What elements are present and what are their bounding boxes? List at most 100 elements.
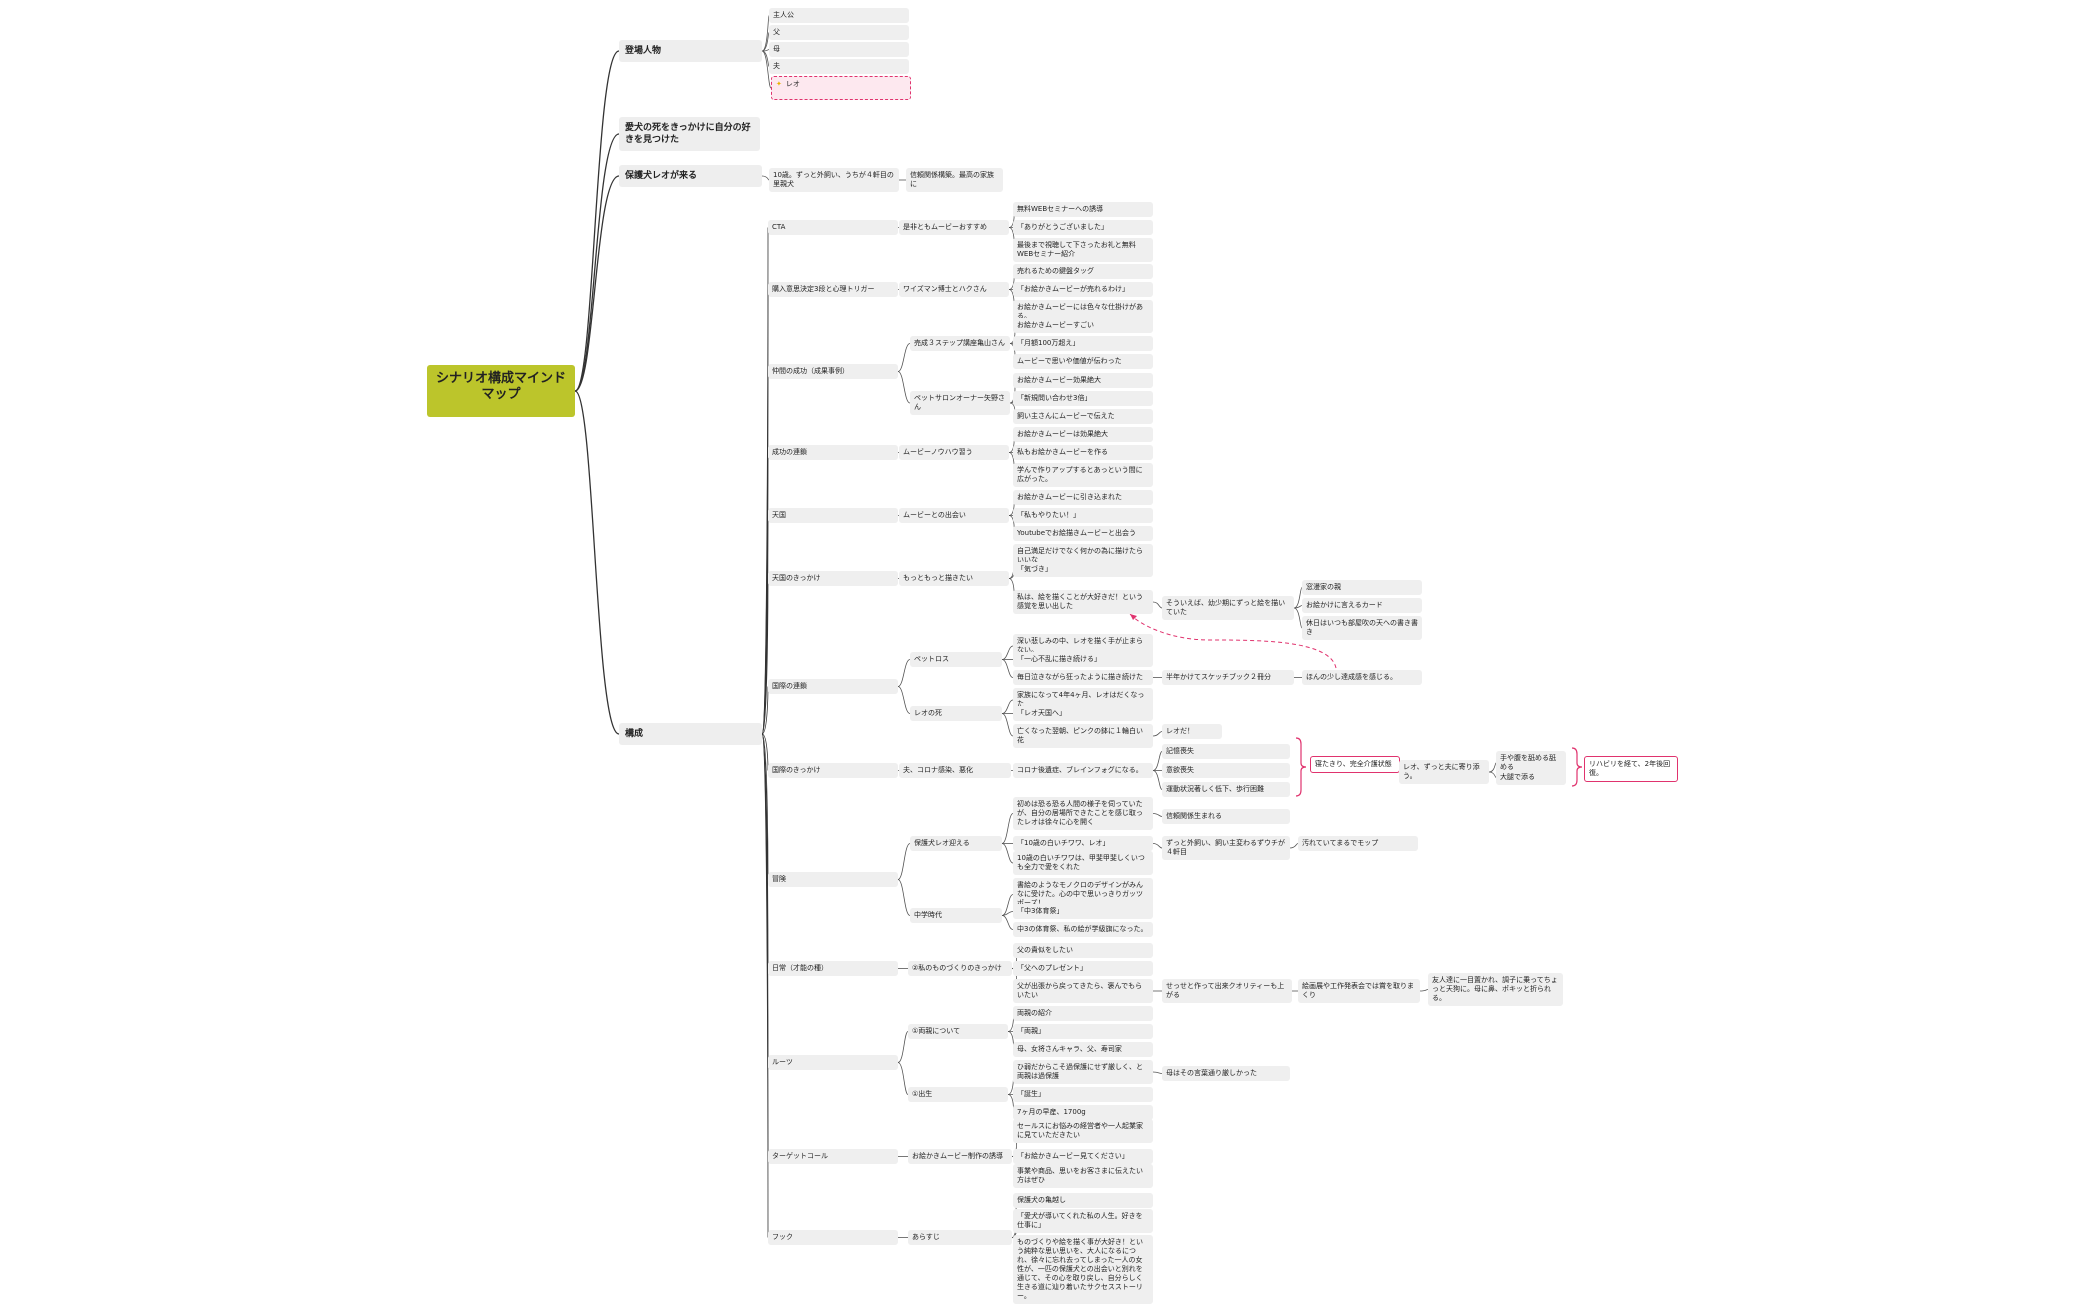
topic[interactable]: ムービーノウハウ習う (899, 445, 1009, 460)
topic[interactable]: 売成３ステップ講座亀山さん (910, 336, 1010, 351)
topic[interactable]: 7ヶ月の早産、1700g (1013, 1105, 1153, 1120)
topic[interactable]: 母はその言葉通り厳しかった (1162, 1066, 1290, 1081)
root-topic[interactable]: シナリオ構成マインドマップ (427, 365, 575, 417)
topic[interactable]: 国際のきっかけ (768, 763, 898, 778)
topic[interactable]: 「両親」 (1013, 1024, 1153, 1039)
topic-husband[interactable]: 夫 (769, 59, 909, 74)
topic[interactable]: 冒険 (768, 872, 898, 887)
topic[interactable]: そういえば、幼少期にずっと絵を描いていた (1162, 596, 1294, 620)
topic[interactable]: 夫、コロナ感染、悪化 (899, 763, 1011, 778)
topic[interactable]: 両親の紹介 (1013, 1006, 1153, 1021)
topic[interactable]: 購入意思決定3段と心理トリガー (768, 282, 898, 297)
topic[interactable]: 意欲喪失 (1162, 763, 1290, 778)
topic[interactable]: レオ、ずっと夫に寄り添う。 (1399, 760, 1489, 784)
topic[interactable]: 「父へのプレゼント」 (1013, 961, 1153, 976)
topic[interactable]: 運動状況著しく低下、歩行困難 (1162, 782, 1290, 797)
topic[interactable]: 休日はいつも部屋吹の天への書き書き (1302, 616, 1422, 640)
topic[interactable]: ずっと外飼い、飼い主変わるずウチが４軒目 (1162, 836, 1290, 860)
topic[interactable]: 母、女将さんキャラ、父、寿司家 (1013, 1042, 1153, 1057)
topic[interactable]: 毎日泣きながら狂ったように描き続けた (1013, 670, 1153, 685)
topic[interactable]: 汚れていてまるでモップ (1298, 836, 1418, 851)
topic[interactable]: 日常（才能の種） (768, 961, 898, 976)
topic[interactable]: 「愛犬が導いてくれた私の人生。好きを仕事に」 (1013, 1209, 1153, 1233)
topic[interactable]: コロナ後遺症、ブレインフォグになる。 (1013, 763, 1153, 778)
topic[interactable]: 無料WEBセミナーへの誘導 (1013, 202, 1153, 217)
topic[interactable]: もっともっと描きたい (899, 571, 1009, 586)
topic[interactable]: 中3の体育祭、私の絵が学級旗になった。 (1013, 922, 1153, 937)
topic[interactable]: 絵画展や工作発表会では賞を取りまくり (1298, 979, 1420, 1003)
summary-topic[interactable]: リハビリを経て、2年後回復。 (1584, 756, 1678, 782)
topic[interactable]: 事業や商品、思いをお客さまに伝えたい方はぜひ (1013, 1164, 1153, 1188)
topic[interactable]: 中学時代 (910, 908, 1002, 923)
topic[interactable]: フック (768, 1230, 898, 1245)
topic[interactable]: 売れるための鍵盤タッグ (1013, 264, 1153, 279)
topic[interactable]: お絵かけに言えるカード (1302, 598, 1422, 613)
topic[interactable]: 「レオ天国へ」 (1013, 706, 1153, 721)
topic[interactable]: ムービーで思いや価値が伝わった (1013, 354, 1153, 369)
topic[interactable]: 「一心不乱に描き続ける」 (1013, 652, 1153, 667)
topic[interactable]: 半年かけてスケッチブック２冊分 (1162, 670, 1294, 685)
topic-found-passion[interactable]: 愛犬の死をきっかけに自分の好きを見つけた (619, 117, 760, 151)
topic[interactable]: ペットサロンオーナー矢野さん (910, 391, 1010, 415)
topic-characters[interactable]: 登場人物 (619, 40, 762, 62)
topic[interactable]: お絵かきムービーすごい (1013, 318, 1153, 333)
topic[interactable]: 国際の連鎖 (768, 679, 898, 694)
topic[interactable]: ①両親について (908, 1024, 1008, 1039)
topic[interactable]: Youtubeでお絵描きムービーと出会う (1013, 526, 1153, 541)
topic[interactable]: ①出生 (908, 1087, 1008, 1102)
topic[interactable]: お絵かきムービー効果絶大 (1013, 373, 1153, 388)
topic[interactable]: せっせと作って出来クオリティーも上がる (1162, 979, 1292, 1003)
topic[interactable]: 天国 (768, 508, 898, 523)
topic[interactable]: ②私のものづくりのきっかけ (908, 961, 1012, 976)
topic[interactable]: 学んで作りアップするとあっという間に広がった。 (1013, 463, 1153, 487)
topic[interactable]: 大腿で添る (1496, 770, 1566, 785)
topic-structure[interactable]: 構成 (619, 723, 762, 745)
topic[interactable]: ものづくりや絵を描く事が大好き！という純粋な思い思いを、大人になるにつれ、徐々に… (1013, 1235, 1153, 1304)
topic-protagonist[interactable]: 主人公 (769, 8, 909, 23)
topic[interactable]: 「中3体育祭」 (1013, 904, 1153, 919)
topic[interactable]: お絵かきムービーに引き込まれた (1013, 490, 1153, 505)
topic[interactable]: 「気づき」 (1013, 562, 1153, 577)
topic[interactable]: 「誕生」 (1013, 1087, 1153, 1102)
topic[interactable]: 信頼関係生まれる (1162, 809, 1290, 824)
topic[interactable]: CTA (768, 220, 898, 235)
topic[interactable]: 成功の連鎖 (768, 445, 898, 460)
topic[interactable]: 「ありがとうございました」 (1013, 220, 1153, 235)
topic[interactable]: 「お絵かきムービー見てください」 (1013, 1149, 1153, 1164)
topic[interactable]: レオだ！ (1162, 724, 1222, 739)
topic[interactable]: 是非ともムービーおすすめ (899, 220, 1009, 235)
topic[interactable]: 窓漫家の親 (1302, 580, 1422, 595)
topic[interactable]: ムービーとの出会い (899, 508, 1009, 523)
topic[interactable]: 「新規問い合わせ3倍」 (1013, 391, 1153, 406)
topic[interactable]: 仲間の成功（成果事例） (768, 364, 898, 379)
topic[interactable]: 「お絵かきムービーが売れるわけ」 (1013, 282, 1153, 297)
topic-leo-selected[interactable]: ✦レオ (771, 76, 911, 100)
topic-trust[interactable]: 信頼関係構築。最高の家族に (906, 168, 1003, 192)
topic[interactable]: 「月額100万超え」 (1013, 336, 1153, 351)
topic[interactable]: 天国のきっかけ (768, 571, 898, 586)
topic[interactable]: レオの死 (910, 706, 1002, 721)
topic[interactable]: ワイズマン博士とハクさん (899, 282, 1009, 297)
topic[interactable]: 父の貴似をしたい (1013, 943, 1153, 958)
topic[interactable]: 10歳の白いチワワは、甲斐甲斐しくいつも全力で愛をくれた (1013, 851, 1153, 875)
topic[interactable]: ほんの少し達成感を感じる。 (1302, 670, 1422, 685)
topic[interactable]: セールスにお悩みの経営者や一人起業家に見ていただきたい (1013, 1119, 1153, 1143)
topic-mother[interactable]: 母 (769, 42, 909, 57)
topic[interactable]: あらすじ (908, 1230, 1012, 1245)
topic[interactable]: 飼い主さんにムービーで伝えた (1013, 409, 1153, 424)
topic-father[interactable]: 父 (769, 25, 909, 40)
topic[interactable]: ターゲットコール (768, 1149, 898, 1164)
topic[interactable]: 最後まで視聴して下さったお礼と無料WEBセミナー紹介 (1013, 238, 1153, 262)
topic[interactable]: お絵かきムービー制作の誘導 (908, 1149, 1012, 1164)
topic[interactable]: お絵かきムービーは効果絶大 (1013, 427, 1153, 442)
topic[interactable]: 記憶喪失 (1162, 744, 1290, 759)
topic[interactable]: 保護犬レオ迎える (910, 836, 1002, 851)
topic[interactable]: ルーツ (768, 1055, 898, 1070)
topic[interactable]: 友人達に一目置かれ、調子に乗ってちょっと天狗に。母に鼻、ポキッと折られる。 (1428, 973, 1563, 1006)
topic[interactable]: 私は、絵を描くことが大好きだ！という感覚を思い出した (1013, 590, 1153, 614)
summary-topic[interactable]: 寝たきり、完全介護状態 (1310, 756, 1400, 773)
topic-leo-age[interactable]: 10歳。ずっと外飼い、うちが４軒目の里親犬 (769, 168, 899, 192)
topic[interactable]: 「10歳の白いチワワ、レオ」 (1013, 836, 1153, 851)
topic[interactable]: 「私もやりたい！」 (1013, 508, 1153, 523)
topic[interactable]: 父が出張から戻ってきたら、褒んでもらいたい (1013, 979, 1153, 1003)
